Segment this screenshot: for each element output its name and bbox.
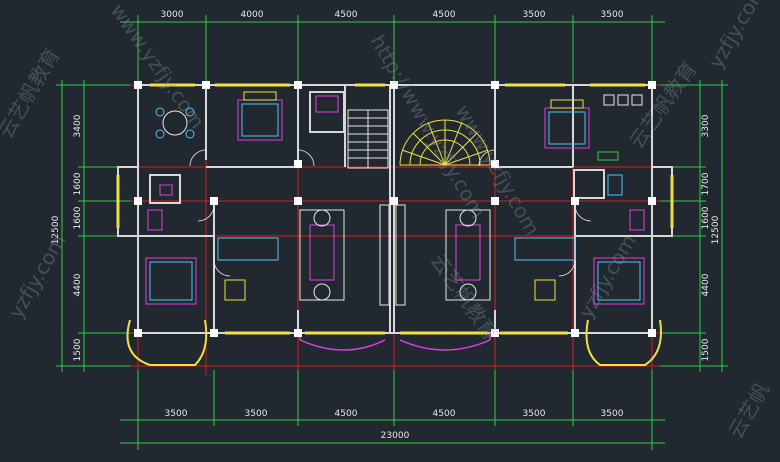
watermark-1: www.yzfjy.com xyxy=(106,0,210,133)
right-total-label: 12500 xyxy=(711,215,721,244)
bottom-dim-5: 3500 xyxy=(523,409,546,419)
top-dimension-labels: 3000 4000 4500 4500 3500 3500 xyxy=(161,10,624,20)
bay-windows xyxy=(126,319,662,366)
top-dim-3: 4500 xyxy=(335,10,358,20)
watermark-10: 云艺帆 xyxy=(724,379,775,443)
spiral-stair xyxy=(399,119,491,166)
watermark-9: yzfjy.com xyxy=(574,230,641,323)
bottom-dim-2: 3500 xyxy=(245,409,268,419)
windows xyxy=(116,83,674,335)
bottom-dim-1: 3500 xyxy=(165,409,188,419)
right-dimension-labels: 3300 1700 1600 4400 1500 12500 xyxy=(701,114,721,361)
bottom-dim-4: 4500 xyxy=(433,409,456,419)
right-dim-2: 1700 xyxy=(701,172,711,195)
bottom-dimension-labels: 3500 3500 4500 4500 3500 3500 23000 xyxy=(165,409,624,441)
left-dim-2: 1600 xyxy=(73,172,83,195)
column-markers xyxy=(134,81,656,337)
furniture xyxy=(145,91,645,306)
watermarks: www.yzfjy.com http://www.yzfjy.com yzfjy… xyxy=(0,0,774,443)
watermark-7: yzfjy.com xyxy=(4,230,71,323)
top-dim-4: 4500 xyxy=(433,10,456,20)
right-dim-3: 1600 xyxy=(701,206,711,229)
left-dim-5: 1500 xyxy=(73,338,83,361)
balcony-rail xyxy=(299,333,491,351)
door-swings xyxy=(189,149,592,277)
top-dim-6: 3500 xyxy=(601,10,624,20)
left-total-label: 12500 xyxy=(51,215,61,244)
left-dim-1: 3400 xyxy=(73,114,83,137)
top-dim-2: 4000 xyxy=(241,10,264,20)
top-dim-5: 3500 xyxy=(523,10,546,20)
bottom-dim-3: 4500 xyxy=(335,409,358,419)
left-dim-3: 1600 xyxy=(73,206,83,229)
watermark-3: yzfjy.com xyxy=(704,0,771,72)
left-dim-4: 4400 xyxy=(73,273,83,296)
total-width-label: 23000 xyxy=(381,431,410,441)
top-dim-1: 3000 xyxy=(161,10,184,20)
watermark-4: 云艺帆教育 xyxy=(0,44,64,143)
right-dim-1: 3300 xyxy=(701,114,711,137)
dimension-lines xyxy=(56,15,728,450)
right-dim-4: 4400 xyxy=(701,273,711,296)
left-dimension-labels: 3400 1600 1600 4400 1500 12500 xyxy=(51,114,83,361)
bottom-dim-6: 3500 xyxy=(601,409,624,419)
right-dim-5: 1500 xyxy=(701,338,711,361)
staircase xyxy=(347,109,389,169)
watermark-8: 云艺帆教育 xyxy=(426,249,503,345)
